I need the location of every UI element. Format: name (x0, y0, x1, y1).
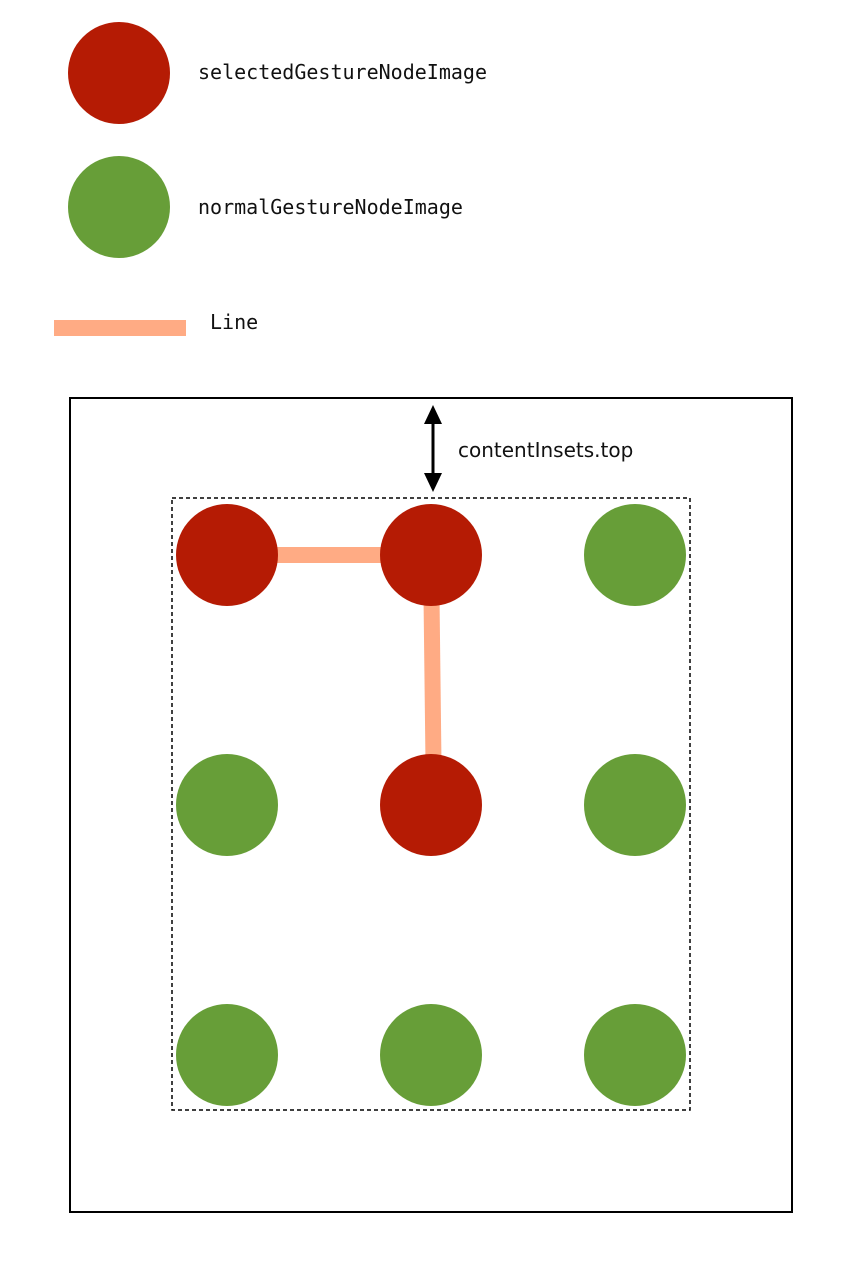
gesture-node-grid (176, 504, 686, 1106)
normal-gesture-node[interactable] (584, 754, 686, 856)
normal-gesture-node[interactable] (584, 1004, 686, 1106)
inset-label: contentInsets.top (458, 438, 633, 462)
content-area (171, 497, 691, 1111)
legend-line-label: Line (210, 310, 258, 334)
legend-line-swatch (54, 320, 186, 336)
selected-gesture-node[interactable] (380, 754, 482, 856)
legend-normal-label: normalGestureNodeImage (198, 195, 463, 219)
normal-gesture-node[interactable] (584, 504, 686, 606)
selected-gesture-node[interactable] (176, 504, 278, 606)
legend-normal-node (68, 156, 170, 258)
outer-view-frame (69, 397, 793, 1213)
legend-selected-label: selectedGestureNodeImage (198, 60, 487, 84)
normal-gesture-node[interactable] (176, 1004, 278, 1106)
inset-arrow (424, 405, 442, 492)
normal-gesture-node[interactable] (176, 754, 278, 856)
legend-selected-node (68, 22, 170, 124)
selected-gesture-node[interactable] (380, 504, 482, 606)
normal-gesture-node[interactable] (380, 1004, 482, 1106)
